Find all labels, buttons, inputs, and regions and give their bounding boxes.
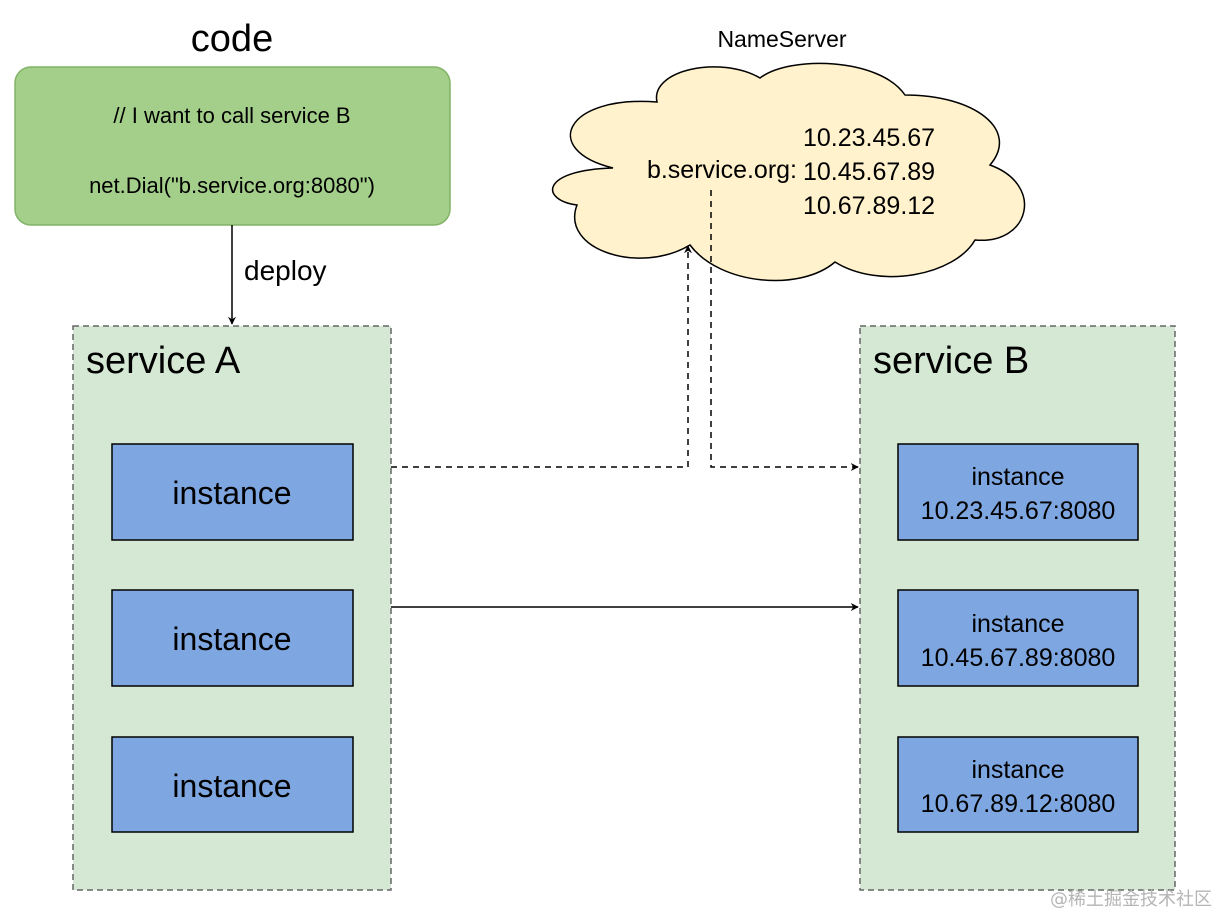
resolve-arrow [710,190,859,471]
instance-address: 10.23.45.67:8080 [921,497,1116,525]
watermark: @稀土掘金技术社区 [1050,889,1212,910]
instance-address: 10.67.89.12:8080 [921,790,1116,818]
nameserver-cloud [551,62,1026,282]
instance-address: 10.45.67.89:8080 [921,644,1116,672]
nameserver-ip-1: 10.23.45.67 [803,124,935,152]
instance-label: instance [172,768,291,804]
code-comment: // I want to call service B [113,103,350,128]
service-a-instance: instance [111,589,354,687]
instance-label: instance [971,756,1064,784]
code-dial: net.Dial("b.service.org:8080") [89,173,375,198]
nameserver-ip-2: 10.45.67.89 [803,158,935,186]
service-a-title: service A [86,340,241,382]
service-b-instance: instance 10.23.45.67:8080 [897,443,1139,541]
instance-label: instance [971,610,1064,638]
service-a-instance: instance [111,443,354,541]
service-b-instance: instance 10.67.89.12:8080 [897,736,1139,833]
instance-label: instance [172,621,291,657]
code-box [14,66,451,226]
nameserver-domain: b.service.org: [647,156,797,184]
service-a-instance: instance [111,736,354,833]
code-title: code [191,18,273,60]
instance-label: instance [172,475,291,511]
service-b-title: service B [873,340,1029,382]
lookup-arrow [391,245,692,468]
nameserver-title: NameServer [717,26,846,52]
instance-label: instance [971,463,1064,491]
nameserver-ip-3: 10.67.89.12 [803,192,935,220]
deploy-label: deploy [244,255,327,286]
service-b-instance: instance 10.45.67.89:8080 [897,589,1139,687]
